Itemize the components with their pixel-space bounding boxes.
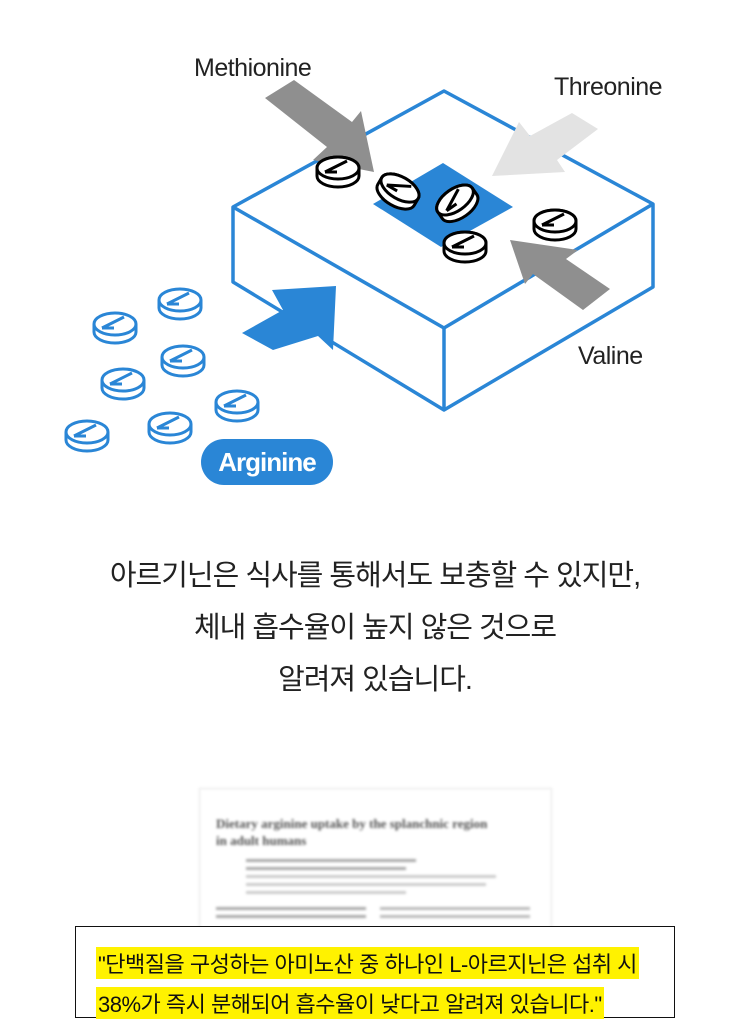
caption: 아르기닌은 식사를 통해서도 보충할 수 있지만, 체내 흡수율이 높지 않은 … bbox=[0, 550, 750, 706]
arginine-arrow bbox=[242, 286, 336, 350]
threonine-label: Threonine bbox=[554, 73, 663, 101]
quote-box: "단백질을 구성하는 아미노산 중 하나인 L-아르지닌은 섭취 시 38%가 … bbox=[75, 926, 675, 1019]
paper-title-line: in adult humans bbox=[216, 833, 307, 848]
arginine-pills bbox=[64, 287, 260, 453]
paper-title-line: Dietary arginine uptake by the splanchni… bbox=[216, 816, 488, 831]
quote-line: 38%가 즉시 분해되어 흡수율이 낮다고 알려져 있습니다." bbox=[96, 987, 604, 1019]
caption-line: 체내 흡수율이 높지 않은 것으로 bbox=[193, 612, 557, 644]
valine-arrow bbox=[510, 240, 610, 310]
paper-title: Dietary arginine uptake by the splanchni… bbox=[216, 815, 487, 849]
methionine-arrow bbox=[265, 80, 374, 172]
absorption-diagram bbox=[64, 80, 655, 453]
threonine-arrow bbox=[492, 113, 598, 176]
caption-line: 아르기닌은 식사를 통해서도 보충할 수 있지만, bbox=[109, 560, 641, 592]
valine-label: Valine bbox=[578, 342, 643, 370]
caption-line: 알려져 있습니다. bbox=[278, 664, 473, 696]
methionine-label: Methionine bbox=[194, 54, 312, 82]
quote-line: "단백질을 구성하는 아미노산 중 하나인 L-아르지닌은 섭취 시 bbox=[96, 947, 639, 979]
arginine-badge: Arginine bbox=[201, 439, 333, 485]
